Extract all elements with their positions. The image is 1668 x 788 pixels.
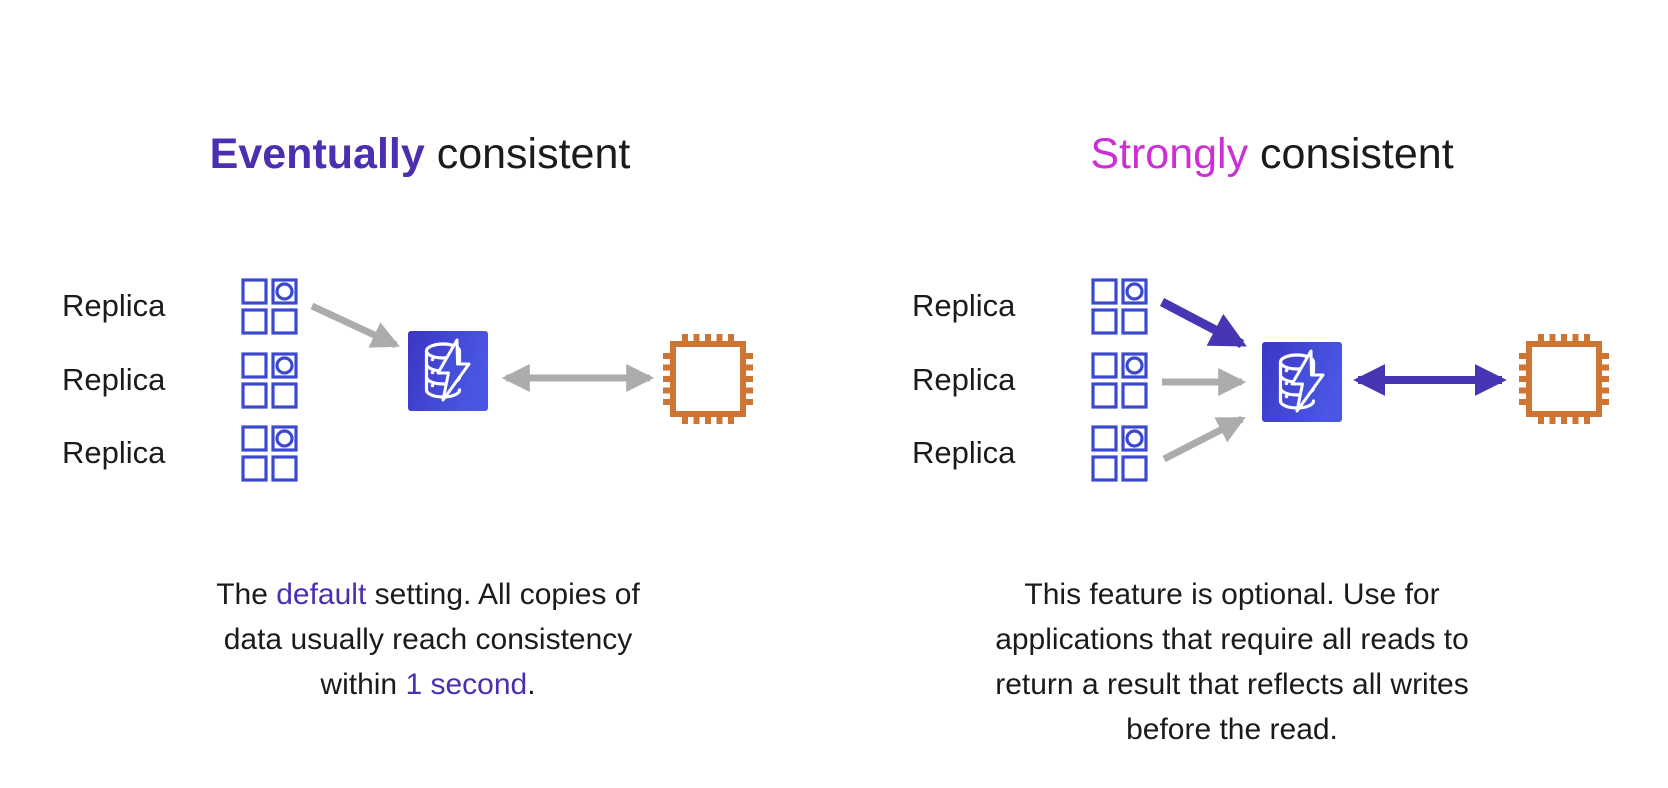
replica-table-icon: [1091, 278, 1148, 335]
left-caption-text: .: [527, 668, 536, 701]
replica-table-icon: [241, 425, 298, 482]
dynamodb-accelerator-icon: [408, 331, 488, 411]
lightning-bolt-icon: [1290, 349, 1325, 413]
right-title-rest: consistent: [1248, 130, 1454, 178]
right-panel-title: Strongly consistent: [1090, 130, 1453, 179]
right-caption: This feature is optional. Use for applic…: [995, 578, 1469, 746]
left-caption-highlight-1-second: 1 second: [405, 668, 528, 701]
right-replica3-to-cache-arrow: [1162, 415, 1246, 463]
lightning-bolt-icon: [436, 338, 471, 402]
left-replica-label-2: Replica: [62, 362, 166, 397]
replica-table-icon: [241, 352, 298, 409]
right-replica1-to-cache-arrow: [1159, 298, 1247, 348]
left-caption-text: The: [216, 578, 277, 611]
left-title-rest: consistent: [424, 130, 631, 178]
replica-table-icon: [1091, 352, 1148, 409]
left-caption: The default setting. All copies of data …: [183, 572, 673, 707]
left-panel-title: Eventually consistent: [210, 130, 631, 179]
cpu-chip-icon: [663, 334, 753, 424]
left-caption-highlight-default: default: [276, 578, 367, 611]
left-replica-label-3: Replica: [62, 435, 166, 470]
cpu-chip-icon: [1519, 334, 1609, 424]
left-replica1-to-cache-arrow: [310, 302, 400, 349]
right-replica-label-2: Replica: [912, 362, 1016, 397]
right-replica-label-1: Replica: [912, 288, 1016, 323]
right-replica-label-3: Replica: [912, 435, 1016, 470]
left-title-highlight: Eventually: [209, 130, 425, 178]
left-caption-text: setting. All copies of data usually reac…: [223, 578, 640, 701]
dynamodb-accelerator-icon: [1262, 342, 1342, 422]
right-title-highlight: Strongly: [1090, 130, 1249, 178]
replica-table-icon: [241, 278, 298, 335]
replica-table-icon: [1091, 425, 1148, 482]
left-replica-label-1: Replica: [62, 288, 166, 323]
